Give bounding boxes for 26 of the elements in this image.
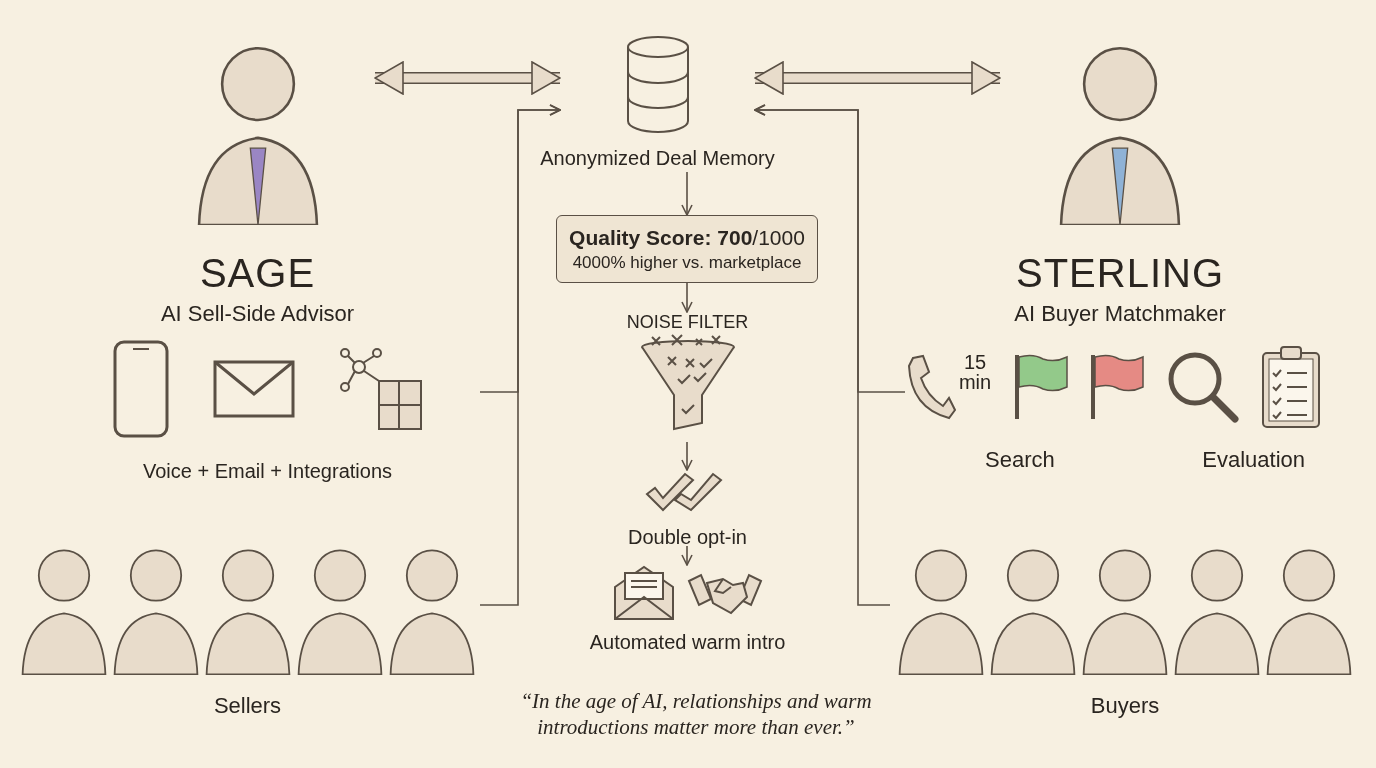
- node-label: Anonymized Deal Memory: [540, 147, 775, 170]
- double-arrow: [754, 61, 1001, 95]
- connector-arrow: [479, 104, 561, 606]
- connector-arrow: [681, 545, 693, 566]
- node-label: NOISE FILTER: [626, 312, 749, 333]
- connector-arrow: [681, 282, 693, 313]
- subtitle: AI Sell-Side Advisor: [160, 301, 355, 327]
- heading: STERLING: [1015, 253, 1224, 293]
- node-label: Sellers: [213, 693, 282, 719]
- subtitle: AI Buyer Matchmaker: [1014, 301, 1226, 327]
- node-label: Evaluation: [1202, 447, 1305, 473]
- score-note: 4000% higher vs. marketplace: [572, 252, 802, 273]
- score-box: [556, 215, 818, 283]
- node-label: Voice + Email + Integrations: [142, 460, 392, 483]
- score-text: Quality Score: 700/1000: [569, 225, 805, 250]
- connector-arrow: [681, 171, 693, 216]
- node-label: Search: [985, 447, 1055, 473]
- heading: SAGE: [199, 253, 316, 293]
- quote-caption: “In the age of AI, relationships and warm introductions matter more than ever.”: [519, 688, 873, 741]
- node-label: Buyers: [1090, 693, 1160, 719]
- node-label: Automated warm intro: [589, 631, 786, 654]
- connector-arrow: [754, 104, 891, 606]
- double-arrow: [374, 61, 561, 95]
- duration-label: 15 min: [957, 352, 993, 392]
- connector-arrow: [681, 441, 693, 471]
- node-label: Double opt-in: [628, 526, 747, 549]
